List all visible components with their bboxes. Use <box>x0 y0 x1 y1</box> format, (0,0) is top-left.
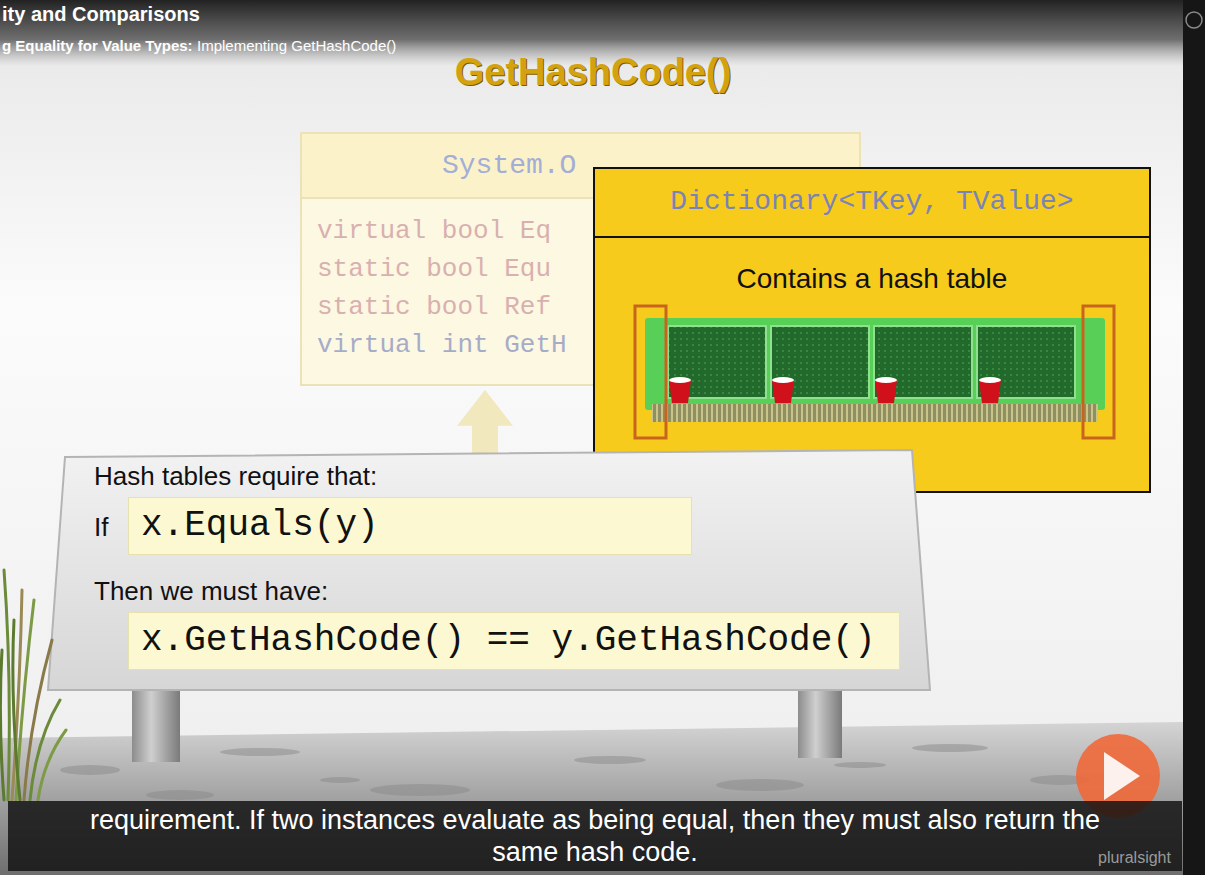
text-slot: ity and Comparisons <box>2 2 200 26</box>
sign-post <box>132 686 180 762</box>
text-slot: Contains a hash table <box>595 262 1149 296</box>
code-text: x.GetHashCode() == y.GetHashCode() <box>141 619 876 662</box>
member-line: static bool Equ <box>317 254 551 285</box>
sign-board: Hash tables require that: IfThen we must … <box>48 450 933 692</box>
memory-chip <box>668 326 766 398</box>
grass <box>0 570 66 800</box>
text-slot: x.Equals(y) <box>141 504 379 547</box>
class-name: Dictionary<TKey, TValue> <box>670 185 1073 219</box>
inheritance-arrow <box>472 424 498 454</box>
subtitle-band: requirement. If two instances evaluate a… <box>8 801 1182 871</box>
class-name: System.O <box>442 149 576 183</box>
text-slot: Hash tables require that: <box>94 461 377 492</box>
clip-title: Implementing GetHashCode() <box>197 37 396 55</box>
red-cup <box>979 380 1001 403</box>
class-box: Dictionary<TKey, TValue> Contains a hash … <box>593 167 1151 493</box>
text-slot: Dictionary<TKey, TValue> <box>595 185 1149 219</box>
code-box: x.Equals(y) <box>128 497 692 555</box>
subtitle-text: requirement. If two instances evaluate a… <box>58 804 1132 868</box>
code-box: x.GetHashCode() == y.GetHashCode() <box>128 612 900 670</box>
orange-bracket <box>635 306 666 438</box>
sign-text: Hash tables require that: <box>94 461 377 492</box>
player-icon <box>1186 12 1202 28</box>
text-slot: System.O <box>442 149 576 183</box>
sign-face <box>48 450 930 690</box>
cup-rim <box>669 377 691 383</box>
text-slot: static bool Equ <box>317 254 551 285</box>
memory-chip <box>977 326 1075 398</box>
cup-rim <box>772 377 794 383</box>
sign-post <box>798 686 842 758</box>
play-triangle <box>1104 752 1140 800</box>
player-edge <box>1183 0 1205 875</box>
code-text: x.Equals(y) <box>141 504 379 547</box>
text-slot: virtual bool Eq <box>317 216 551 247</box>
hash-table-picture <box>635 306 1114 438</box>
memory-pins <box>652 404 1098 422</box>
member-line: virtual int GetH <box>317 330 567 361</box>
cup-rim <box>979 377 1001 383</box>
text-slot: If <box>94 512 108 543</box>
text-slot: virtual int GetH <box>317 330 567 361</box>
text-slot: x.GetHashCode() == y.GetHashCode() <box>141 619 876 662</box>
orange-bracket <box>1083 306 1114 438</box>
text-slot: GetHashCode() <box>0 50 1186 96</box>
watermark: pluralsight <box>1098 848 1171 867</box>
course-title: ity and Comparisons <box>2 2 200 26</box>
cup-rim <box>875 377 897 383</box>
red-cup <box>772 380 794 403</box>
slide-title: GetHashCode() <box>455 50 732 96</box>
text-slot: Then we must have: <box>94 576 328 607</box>
text-slot: static bool Ref <box>317 292 551 323</box>
memory-board <box>645 318 1105 410</box>
member-line: virtual bool Eq <box>317 216 551 247</box>
text-slot: Implementing GetHashCode() <box>197 37 396 55</box>
memory-chip <box>771 326 869 398</box>
memory-chip <box>874 326 972 398</box>
sign-text: Then we must have: <box>94 576 328 607</box>
red-cup <box>875 380 897 403</box>
red-cup <box>669 380 691 403</box>
description: Contains a hash table <box>737 262 1008 296</box>
member-line: static bool Ref <box>317 292 551 323</box>
text-slot: pluralsight <box>1098 848 1171 867</box>
text-slot: g Equality for Value Types: <box>2 37 193 55</box>
module-title: g Equality for Value Types: <box>2 37 193 55</box>
sign-text: If <box>94 512 108 543</box>
floor-stones <box>60 744 1090 800</box>
